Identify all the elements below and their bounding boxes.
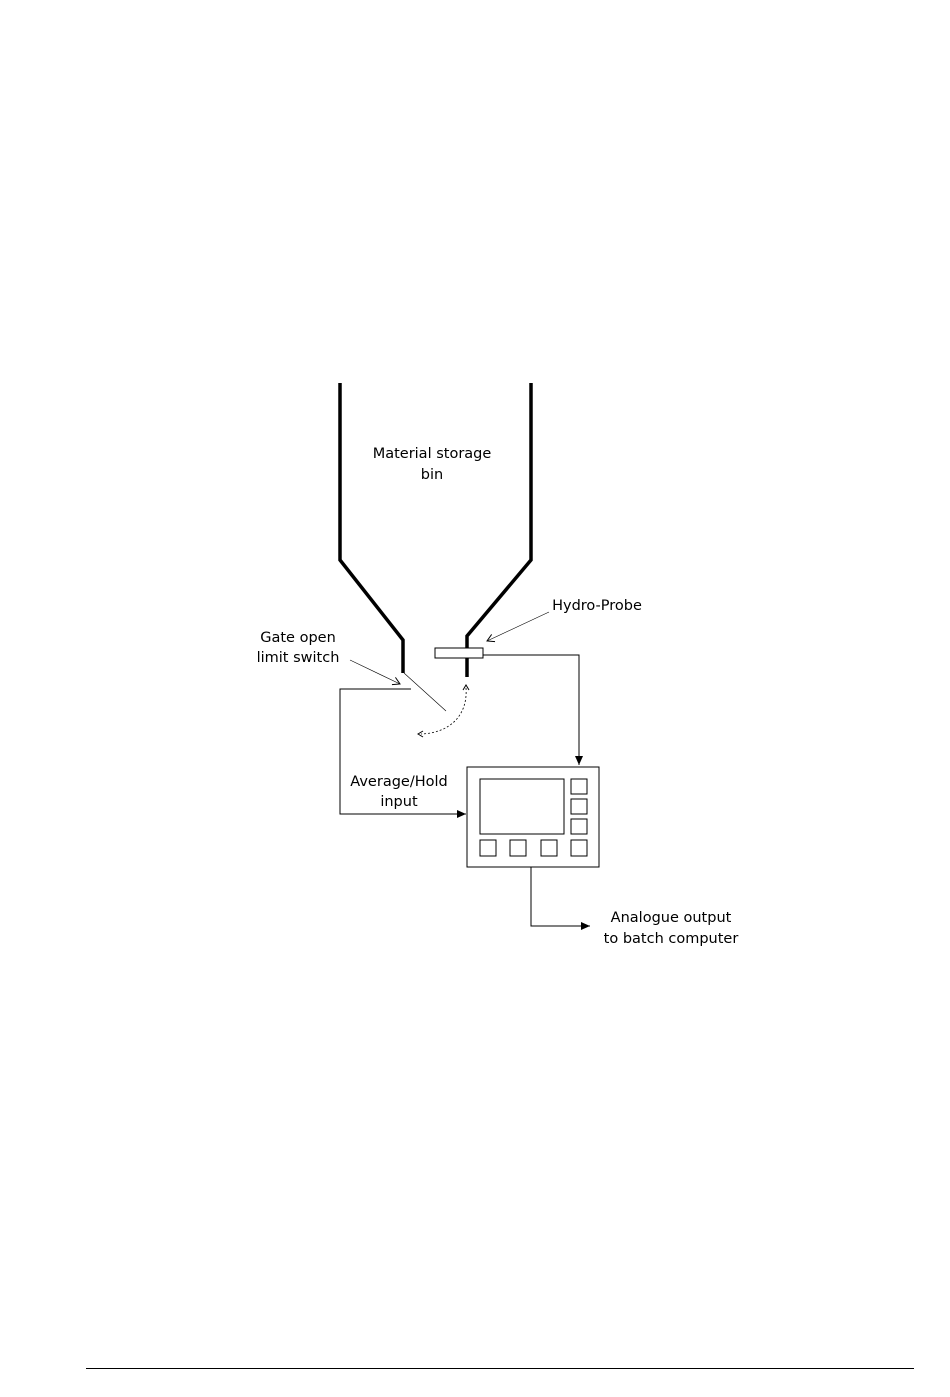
output-label-line2: to batch computer <box>604 931 739 947</box>
storage-bin <box>340 383 531 677</box>
control-unit-side-button <box>571 799 587 814</box>
gate-flap <box>404 673 446 711</box>
control-unit-bottom-button <box>571 840 587 856</box>
control-unit <box>467 767 599 867</box>
control-unit-bottom-button <box>480 840 496 856</box>
switch-leader-line <box>350 660 400 684</box>
switch-label-line1: Gate open <box>260 630 336 646</box>
average-hold-label-line2: input <box>380 794 418 810</box>
footer-rule <box>86 1368 914 1369</box>
control-unit-side-button <box>571 779 587 794</box>
control-unit-side-button <box>571 819 587 834</box>
hydro-probe-sensor <box>435 648 483 658</box>
control-unit-bottom-button <box>510 840 526 856</box>
probe-leader-line <box>487 612 549 641</box>
output-label-line1: Analogue output <box>611 910 732 926</box>
analogue-output-line <box>531 867 590 926</box>
probe-cable <box>483 655 579 765</box>
bin-left-wall <box>340 383 403 673</box>
control-unit-display <box>480 779 564 834</box>
switch-label-line2: limit switch <box>257 650 340 666</box>
bin-right-wall <box>467 383 531 648</box>
gate-swing-arrow-left <box>418 731 423 737</box>
bin-label-line1: Material storage <box>373 446 492 462</box>
probe-label: Hydro-Probe <box>552 598 642 614</box>
bin-label-line2: bin <box>421 467 443 483</box>
control-unit-bottom-button <box>541 840 557 856</box>
average-hold-label-line1: Average/Hold <box>350 774 447 790</box>
